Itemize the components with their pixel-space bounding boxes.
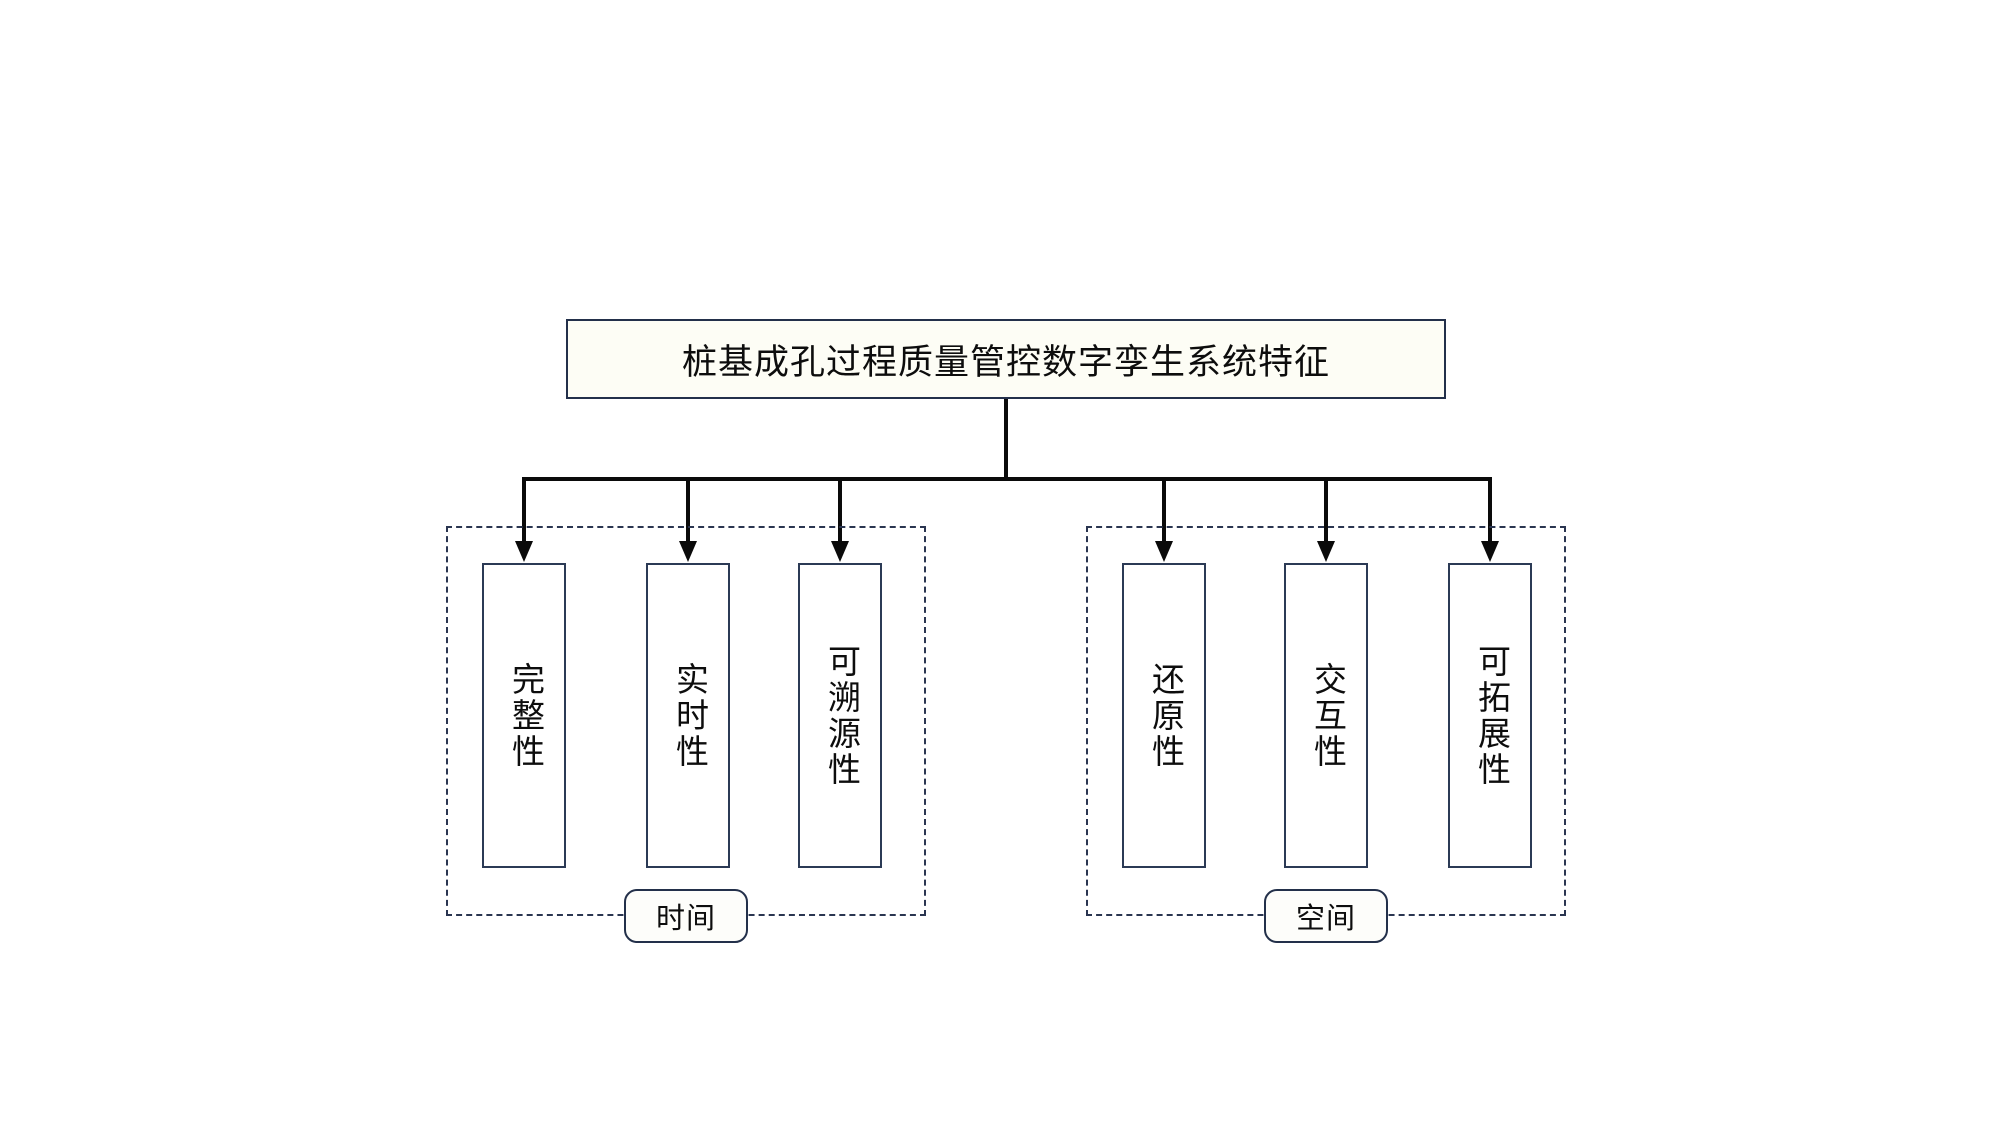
connector-bus-horizontal <box>522 477 1492 481</box>
arrowhead-icon-1 <box>515 541 533 562</box>
root-node-label: 桩基成孔过程质量管控数字孪生系统特征 <box>681 342 1330 382</box>
group-label-text: 时间 <box>655 903 716 935</box>
connector-drop-2 <box>686 479 690 541</box>
leaf-node-label: 还原性 <box>1146 661 1183 770</box>
connector-drop-5 <box>1324 479 1328 541</box>
leaf-node-box-ketuozhanxing: 可拓展性 <box>1448 563 1532 868</box>
root-node-box: 桩基成孔过程质量管控数字孪生系统特征 <box>566 319 1446 399</box>
arrowhead-icon-2 <box>679 541 697 562</box>
leaf-node-box-wanzhengxing: 完整性 <box>482 563 566 868</box>
connector-drop-6 <box>1488 479 1492 541</box>
connector-drop-4 <box>1162 479 1166 541</box>
leaf-node-box-jiaohuxing: 交互性 <box>1284 563 1368 868</box>
leaf-node-box-shishixing: 实时性 <box>646 563 730 868</box>
leaf-node-label: 实时性 <box>670 661 707 770</box>
connector-drop-3 <box>838 479 842 541</box>
leaf-node-box-huanyuanxing: 还原性 <box>1122 563 1206 868</box>
arrowhead-icon-4 <box>1155 541 1173 562</box>
connector-drop-1 <box>522 479 526 541</box>
connector-stem-vertical <box>1004 399 1008 481</box>
leaf-node-label: 可拓展性 <box>1472 643 1509 788</box>
group-label-pill-time: 时间 <box>624 889 748 943</box>
leaf-node-label: 交互性 <box>1308 661 1345 770</box>
arrowhead-icon-3 <box>831 541 849 562</box>
leaf-node-label: 完整性 <box>506 661 543 770</box>
arrowhead-icon-6 <box>1481 541 1499 562</box>
arrowhead-icon-5 <box>1317 541 1335 562</box>
group-label-text: 空间 <box>1295 903 1356 935</box>
leaf-node-box-kesuyuanxing: 可溯源性 <box>798 563 882 868</box>
group-label-pill-space: 空间 <box>1264 889 1388 943</box>
leaf-node-label: 可溯源性 <box>822 643 859 788</box>
